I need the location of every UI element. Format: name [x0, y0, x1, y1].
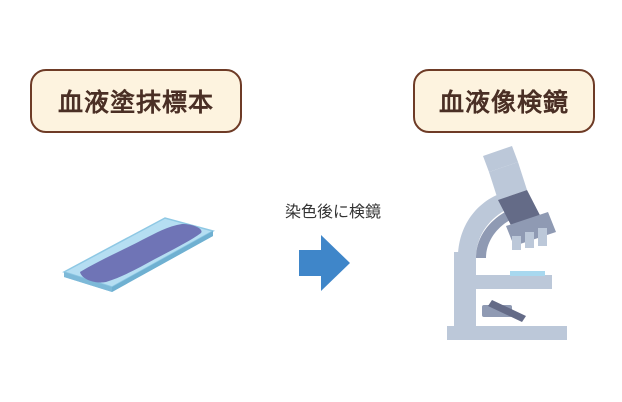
slide-title-label: 血液塗抹標本	[30, 69, 242, 133]
microscope-icon	[447, 146, 567, 340]
arrow-right-icon	[299, 235, 350, 291]
step-caption: 染色後に検鏡	[284, 202, 381, 221]
microscopy-title-label: 血液像検鏡	[413, 69, 595, 133]
microscopy-title-text: 血液像検鏡	[438, 88, 569, 117]
slide-title-text: 血液塗抹標本	[57, 88, 214, 117]
blood-smear-slide-icon	[62, 217, 215, 292]
blood-smear-icon	[80, 224, 202, 283]
